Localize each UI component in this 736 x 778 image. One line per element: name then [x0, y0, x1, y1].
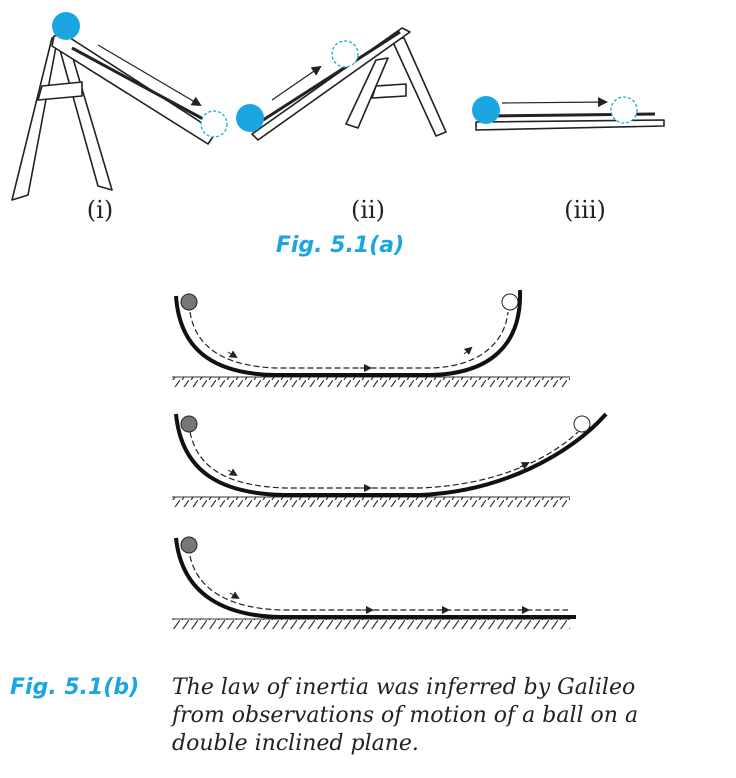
path-arrow — [463, 346, 473, 355]
path-arrow — [227, 350, 238, 359]
ball-end — [501, 293, 519, 311]
track-line — [71, 46, 206, 122]
path-arrow — [229, 591, 240, 600]
ball-start — [472, 96, 500, 124]
fig-a-caption: Fig. 5.1(a) — [276, 233, 404, 258]
frame-leg — [11, 35, 59, 201]
ground-hatch — [172, 497, 570, 507]
panel-label-iii: (iii) — [564, 196, 606, 224]
curved-track — [174, 289, 523, 377]
track-line — [259, 30, 401, 124]
frame-crossbar — [37, 81, 83, 101]
fig-b-caption-line: from observations of motion of a ball on… — [170, 703, 638, 728]
fig-b-caption-label: Fig. 5.1(b) — [10, 675, 139, 700]
panel-ii-uphill — [236, 27, 447, 141]
curved-track — [174, 537, 576, 619]
frame-crossbar — [371, 83, 407, 99]
motion-arrow — [501, 97, 608, 108]
ball-start — [180, 293, 198, 311]
ball-end-ghost — [200, 110, 228, 138]
ball-path — [189, 431, 579, 489]
ball-path — [189, 311, 509, 369]
path-arrow — [519, 462, 530, 470]
panel-iii-horizontal — [472, 96, 665, 131]
fig-b-caption-line: double inclined plane. — [172, 731, 419, 756]
frame-leg — [345, 57, 389, 129]
panel-label-ii: (ii) — [351, 196, 385, 224]
track-gentle-slope — [172, 412, 608, 507]
track-horizontal — [172, 536, 576, 629]
track-symmetric — [172, 289, 570, 387]
ground-hatch — [172, 377, 570, 387]
ball-path — [189, 555, 568, 611]
curved-track — [174, 412, 608, 497]
motion-arrow — [97, 44, 202, 107]
motion-arrow — [271, 65, 322, 101]
ball-start — [52, 12, 80, 40]
ball-end — [573, 415, 591, 433]
ball-start — [180, 536, 198, 554]
fig-b-caption-line: The law of inertia was inferred by Galil… — [172, 675, 635, 700]
ball-start — [236, 104, 264, 132]
path-arrow — [227, 468, 238, 477]
ground-hatch — [172, 619, 570, 629]
ball-end-ghost — [610, 96, 638, 124]
panel-label-i: (i) — [87, 196, 113, 224]
ball-end-ghost — [331, 40, 359, 68]
ball-start — [180, 415, 198, 433]
panel-i-downhill — [11, 12, 228, 201]
incline-plank — [251, 27, 411, 141]
flat-plank — [475, 119, 665, 131]
